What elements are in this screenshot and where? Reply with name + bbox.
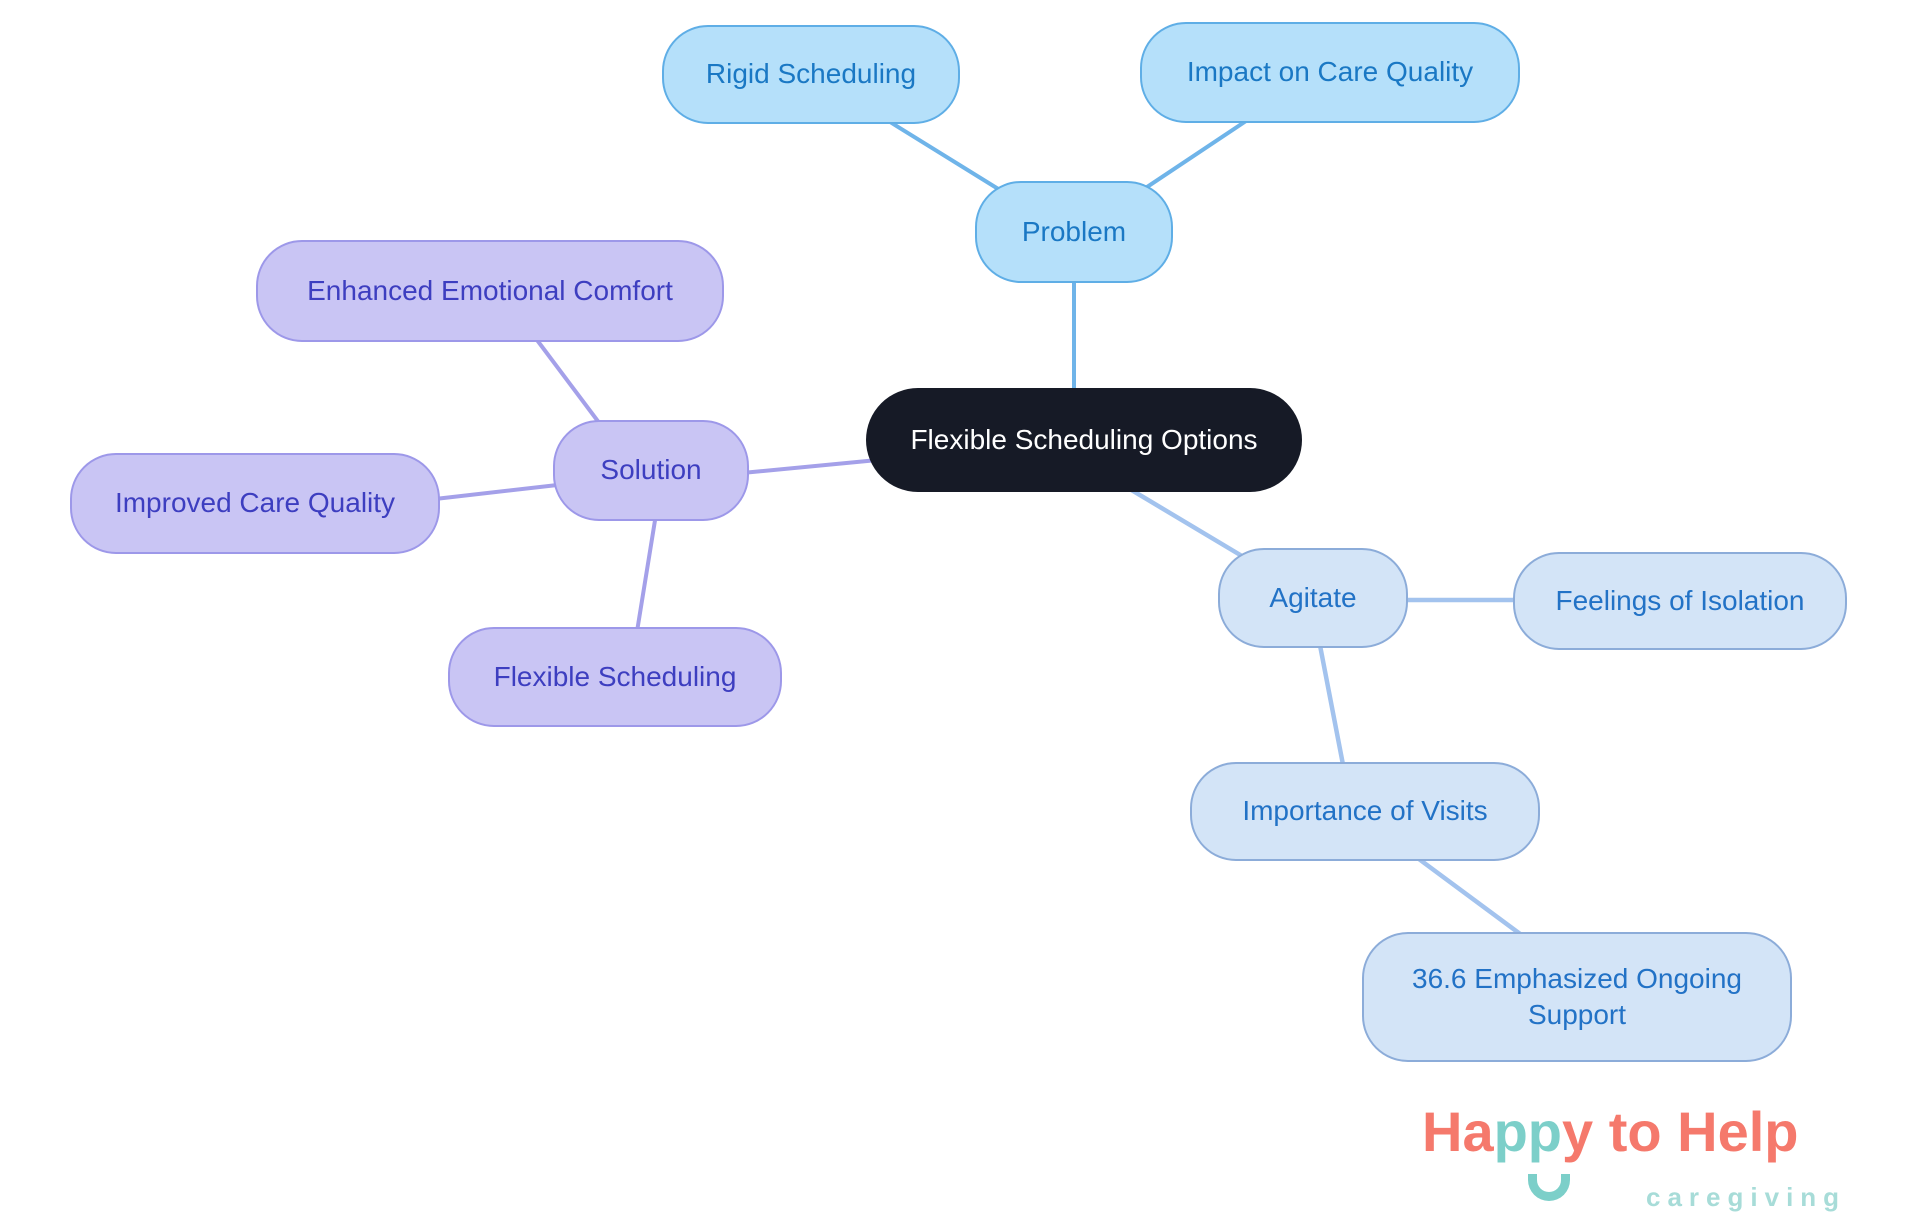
node-label: Feelings of Isolation <box>1555 584 1805 616</box>
brand-tagline: caregiving <box>1646 1182 1847 1212</box>
edge-importance-to-support <box>1397 842 1538 948</box>
node-central[interactable]: Flexible Scheduling Options <box>866 388 1302 492</box>
node-label: Agitate <box>1269 581 1357 613</box>
edge-impact-to-problem <box>1136 111 1260 195</box>
node-emphasized-ongoing-support[interactable]: 36.6 Emphasized Ongoing Support <box>1362 932 1792 1062</box>
node-label: Improved Care Quality <box>114 487 396 519</box>
node-flexible-scheduling[interactable]: Flexible Scheduling <box>448 627 782 727</box>
node-impact-on-care-quality[interactable]: Impact on Care Quality <box>1140 22 1520 123</box>
node-label: Flexible Scheduling <box>493 660 737 692</box>
edge-central-to-solution <box>740 457 890 475</box>
node-solution[interactable]: Solution <box>553 420 749 521</box>
smile-icon <box>1528 1174 1570 1201</box>
node-label: Flexible Scheduling Options <box>910 423 1258 455</box>
edge-rigid-to-problem <box>880 115 1010 197</box>
wordmark-part: Ha <box>1422 1100 1494 1163</box>
node-problem[interactable]: Problem <box>975 181 1173 283</box>
node-label: Importance of Visits <box>1242 795 1488 827</box>
node-enhanced-emotional-comfort[interactable]: Enhanced Emotional Comfort <box>256 240 724 342</box>
node-improved-care-quality[interactable]: Improved Care Quality <box>70 453 440 554</box>
node-label: Enhanced Emotional Comfort <box>307 274 673 306</box>
brand-wordmark: Happy to Help <box>1422 1104 1902 1160</box>
edge-agitate-to-importance <box>1315 632 1348 778</box>
node-label: Impact on Care Quality <box>1186 56 1474 88</box>
wordmark-part: pp <box>1493 1100 1563 1163</box>
wordmark-part: y to Help <box>1562 1100 1799 1163</box>
node-label: Problem <box>1021 215 1127 247</box>
node-label: 36.6 Emphasized Ongoing Support <box>1412 962 1742 1030</box>
edge-improved-to-solution <box>433 481 577 501</box>
node-importance-of-visits[interactable]: Importance of Visits <box>1190 762 1540 861</box>
node-label: Solution <box>600 454 702 486</box>
node-feelings-of-isolation[interactable]: Feelings of Isolation <box>1513 552 1847 650</box>
node-rigid-scheduling[interactable]: Rigid Scheduling <box>662 25 960 124</box>
node-agitate[interactable]: Agitate <box>1218 548 1408 648</box>
brand-logo: Happy to Help caregiving <box>1422 1104 1902 1215</box>
node-label: Rigid Scheduling <box>705 58 917 90</box>
edge-solution-to-flexible <box>632 506 659 652</box>
